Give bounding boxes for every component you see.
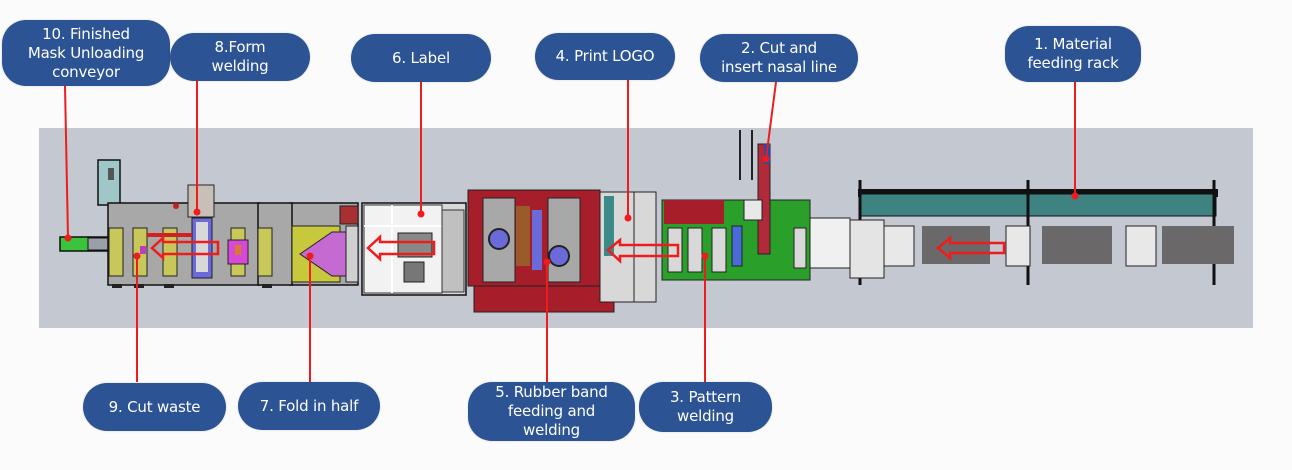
- flow-arrow-icon: [936, 235, 1006, 261]
- step-label-text: 4. Print LOGO: [555, 47, 655, 65]
- step-label-text: 7. Fold in half: [259, 396, 359, 415]
- step-label-text: 10. Finished Mask Unloading conveyor: [27, 24, 145, 81]
- leader-line-step-10: [64, 85, 69, 239]
- material-feeding-rack: [849, 180, 1234, 285]
- step-label-8: 8.Form welding: [170, 33, 310, 81]
- flow-arrows: [150, 234, 1006, 264]
- step-label-text: 9. Cut waste: [108, 397, 201, 416]
- step-label-1: 1. Material feeding rack: [1005, 26, 1141, 82]
- step-label-2: 2. Cut and insert nasal line: [700, 34, 858, 82]
- step-label-text: 6. Label: [392, 48, 450, 67]
- step-label-5: 5. Rubber band feeding and welding: [468, 382, 635, 441]
- step-label-text: 1. Material feeding rack: [1027, 35, 1119, 72]
- step-label-10: 10. Finished Mask Unloading conveyor: [2, 20, 170, 86]
- pattern-welding-station: [661, 130, 851, 281]
- step-label-text: 8.Form welding: [211, 38, 269, 75]
- leader-line-step-2: [765, 81, 777, 160]
- step-label-6: 6. Label: [351, 34, 491, 82]
- rubber-band-station: [467, 189, 657, 313]
- step-label-3: 3. Pattern welding: [639, 382, 772, 432]
- step-label-text: 3. Pattern welding: [669, 388, 742, 425]
- leader-lines: [64, 80, 1079, 382]
- step-label-4: 4. Print LOGO: [535, 33, 675, 80]
- step-label-7: 7. Fold in half: [238, 382, 380, 430]
- step-label-text: 2. Cut and insert nasal line: [721, 39, 837, 76]
- flow-arrow-icon: [150, 235, 220, 261]
- step-label-9: 9. Cut waste: [83, 383, 226, 431]
- label-station: [361, 202, 467, 296]
- flow-arrow-icon: [606, 237, 680, 264]
- step-label-text: 5. Rubber band feeding and welding: [495, 383, 608, 439]
- flow-arrow-icon: [366, 234, 436, 262]
- fold-station: [291, 205, 359, 283]
